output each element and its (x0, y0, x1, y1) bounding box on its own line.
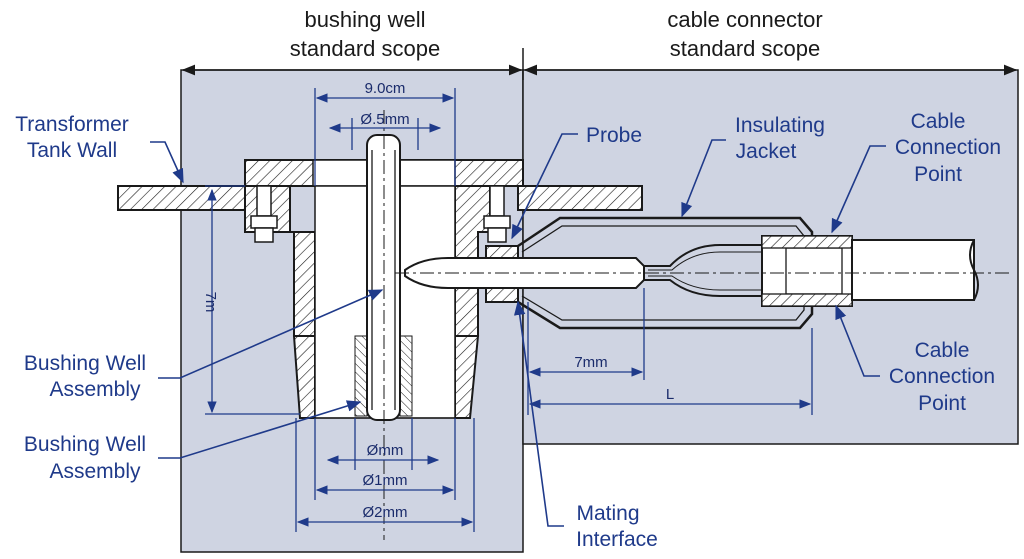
label-tank-wall-2: Tank Wall (27, 139, 117, 162)
leader-mating (514, 300, 564, 527)
tank-wall-right (517, 185, 643, 211)
dim-bore-dia-label: Ømm (367, 442, 404, 459)
label-bwa1-1: Bushing Well (24, 352, 146, 375)
dim-dia1-label: Ø1mm (363, 472, 408, 489)
cable-header-line1: cable connector (667, 7, 822, 32)
cable-header-line2: standard scope (670, 36, 820, 61)
dim-dia2-label: Ø2mm (363, 504, 408, 521)
dim-top-width-label: 9.0cm (365, 80, 406, 97)
dim-height-label: 7m (202, 292, 219, 313)
label-ccp-top-3: Point (914, 163, 962, 186)
leader-bwa1 (158, 289, 384, 379)
label-tank-wall-1: Transformer (15, 113, 129, 136)
leader-ccp-top (831, 145, 886, 234)
label-ccp-bottom-2: Connection (889, 365, 995, 388)
leader-probe (511, 133, 578, 240)
label-bwa1-2: Assembly (49, 378, 141, 401)
bolt-left (250, 185, 278, 243)
dim-small-dia-label: Ø.5mm (360, 111, 409, 128)
dim-probe-len-label: 7mm (574, 354, 607, 371)
leader-jacket (681, 139, 726, 218)
cable-break (969, 239, 979, 301)
leader-ccp-bottom (835, 304, 880, 377)
label-ccp-bottom-3: Point (918, 392, 966, 415)
label-probe: Probe (586, 124, 642, 147)
bushing-header-line1: bushing well (304, 7, 425, 32)
label-mating-1: Mating (576, 502, 639, 525)
label-jacket-1: Insulating (735, 114, 825, 137)
thread-region (354, 335, 413, 417)
label-ccp-top-1: Cable (911, 110, 966, 133)
leader-bwa2 (158, 400, 362, 459)
dim-length-L-label: L (666, 386, 674, 403)
bolt-right (483, 185, 511, 243)
label-mating-2: Interface (576, 528, 658, 551)
lug-ring-bottom (761, 293, 853, 307)
label-ccp-top-2: Connection (895, 136, 1001, 159)
label-bwa2-2: Assembly (49, 460, 141, 483)
label-jacket-2: Jacket (736, 140, 797, 163)
leader-tank-wall (150, 141, 184, 184)
bushing-header-line2: standard scope (290, 36, 440, 61)
label-ccp-bottom-1: Cable (915, 339, 970, 362)
tank-wall-left (117, 185, 246, 211)
lug-inner (785, 247, 843, 295)
lug-ring-top (761, 235, 853, 249)
cable (851, 239, 975, 301)
label-bwa2-1: Bushing Well (24, 433, 146, 456)
